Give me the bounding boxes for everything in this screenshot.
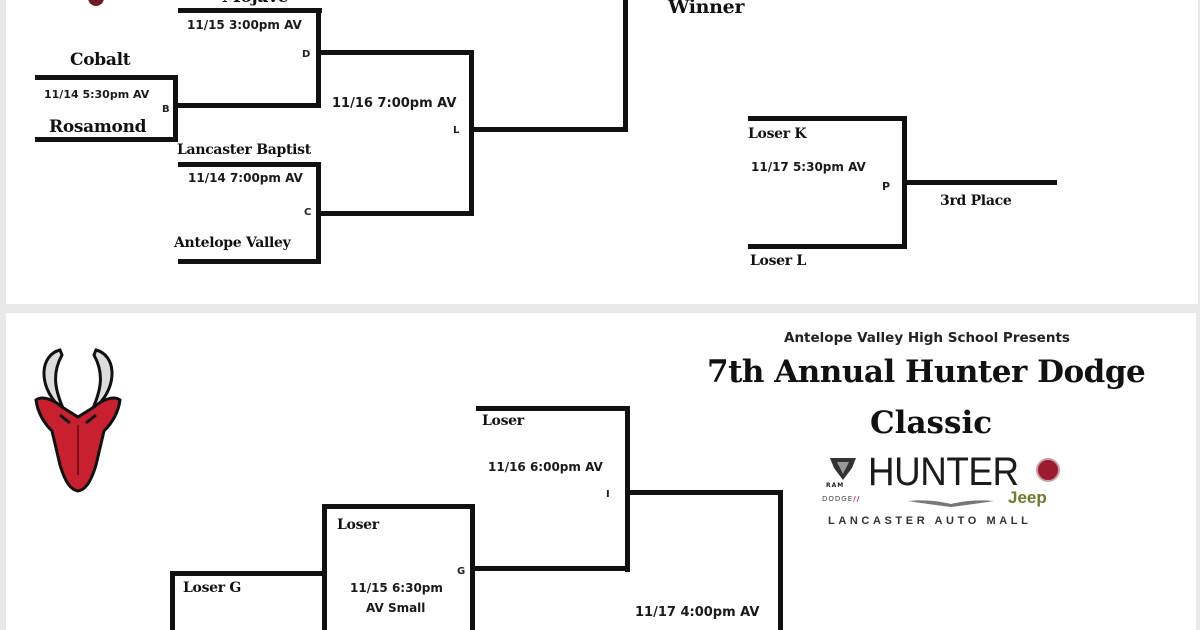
bracket-line	[470, 566, 630, 571]
third-place-label: 3rd Place	[940, 193, 1012, 209]
game-l-time: 11/16 7:00pm AV	[332, 96, 457, 111]
sponsor-logo: RAM DODGE// HUNTER Jeep LANCASTER AUTO M…	[822, 450, 1072, 536]
game-b-time: 11/14 5:30pm AV	[44, 88, 150, 101]
game-i-id: I	[606, 489, 610, 500]
team-loser-g-box: Loser	[337, 517, 379, 533]
bracket-line	[469, 50, 474, 216]
bracket-line	[748, 244, 907, 249]
antelope-mascot-icon	[34, 348, 122, 493]
game-g-id: G	[457, 566, 466, 577]
game-d-id: D	[302, 49, 311, 60]
game-g-time: 11/15 6:30pm	[350, 581, 443, 595]
ram-logo-icon	[830, 458, 856, 480]
bracket-line	[748, 116, 907, 121]
team-cobalt: Cobalt	[70, 50, 131, 70]
bracket-panel-top	[6, 0, 1198, 304]
fiat-logo-icon	[1036, 458, 1060, 482]
team-loser-l: Loser L	[750, 253, 806, 269]
event-title-line1: 7th Annual Hunter Dodge	[707, 354, 1146, 390]
team-antelope-valley: Antelope Valley	[174, 235, 291, 251]
bracket-line	[178, 8, 322, 13]
game-p-time: 11/17 5:30pm AV	[751, 160, 866, 174]
bracket-panel-bottom	[6, 313, 1196, 630]
jeep-label: Jeep	[1008, 488, 1047, 507]
team-loser-k: Loser K	[748, 126, 807, 142]
ram-label: RAM	[826, 482, 845, 489]
bracket-line	[778, 490, 783, 630]
antelope-logo-partial-icon	[88, 0, 104, 6]
sponsor-name: HUNTER	[868, 450, 1019, 494]
bracket-line	[35, 137, 177, 142]
team-loser-g: Loser G	[183, 580, 242, 596]
team-loser-i: Loser	[482, 413, 524, 429]
bracket-line	[322, 504, 327, 630]
chrysler-wings-icon	[908, 500, 994, 507]
game-g-location: AV Small	[366, 601, 426, 615]
team-lancaster-baptist: Lancaster Baptist	[177, 142, 311, 158]
bracket-line	[173, 75, 178, 142]
game-i-time: 11/16 6:00pm AV	[488, 460, 603, 474]
bracket-line	[35, 75, 177, 80]
bracket-line	[476, 406, 630, 411]
sponsor-tagline: LANCASTER AUTO MALL	[828, 515, 1032, 527]
bracket-line	[316, 211, 474, 216]
team-rosamond: Rosamond	[49, 117, 147, 137]
bracket-line	[322, 504, 475, 509]
bracket-line	[170, 571, 324, 576]
game-p-id: P	[882, 180, 891, 193]
winner-label: Winner	[668, 0, 745, 18]
bracket-line	[178, 259, 321, 264]
bracket-line	[623, 0, 628, 132]
game-b-id: B	[162, 104, 170, 115]
bracket-line	[170, 571, 175, 630]
game-l-id: L	[453, 125, 460, 136]
bracket-line	[625, 406, 630, 572]
final-game-time: 11/17 4:00pm AV	[635, 605, 760, 620]
event-title-line2: Classic	[870, 405, 993, 441]
game-c-id: C	[304, 207, 312, 218]
dodge-label: DODGE//	[822, 495, 861, 503]
bracket-line	[316, 50, 474, 55]
bracket-line	[178, 162, 321, 167]
team-mojave: Mojave	[222, 0, 289, 7]
event-presenter: Antelope Valley High School Presents	[784, 330, 1070, 346]
game-c-time: 11/14 7:00pm AV	[188, 171, 303, 185]
bracket-line	[625, 490, 783, 495]
bracket-line	[316, 8, 321, 108]
bracket-line	[173, 103, 321, 108]
game-d-time: 11/15 3:00pm AV	[187, 18, 302, 32]
bracket-line	[902, 180, 1057, 185]
bracket-line	[469, 127, 628, 132]
